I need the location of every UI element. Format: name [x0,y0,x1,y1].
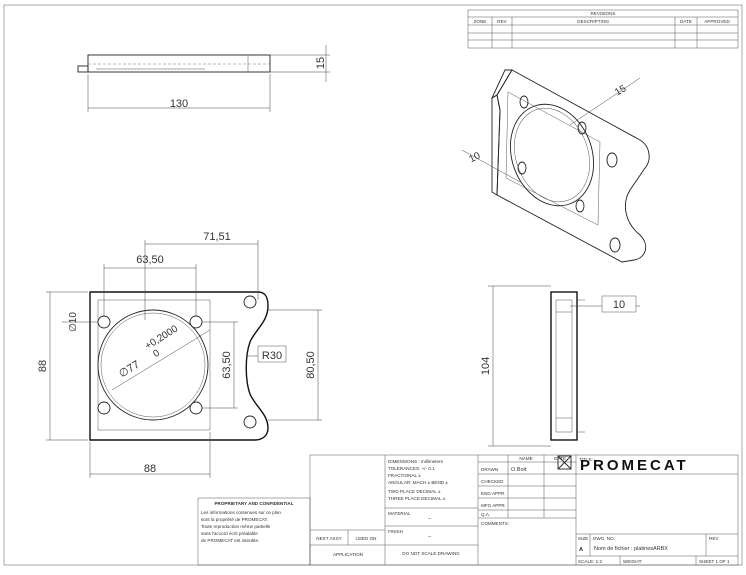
proprietary-title: PROPRIETARY AND CONFIDENTIAL [214,501,293,506]
dim-front-tol-lower: 0 [151,348,162,361]
drawn-label: DRAWN [481,467,498,472]
isometric-view: 15 10 [461,69,650,263]
eng-appr-label: ENG APPR. [481,491,506,496]
dim-front-bore: ∅77 [117,359,142,381]
tolerances-line: TOLERANCES: +/- 0.1 [388,466,435,471]
col-name: NAME [519,456,532,461]
scale-label: SCALE: 1:2 [578,559,602,564]
proprietary-line-5: de PROMECAT est interdite. [201,538,259,543]
proprietary-line-3: Toute reproduction même partielle [201,524,271,529]
rev-col-description: DESCRIPTION [577,19,608,24]
dim-front-hole-dia: ∅10 [68,312,79,332]
dim-front-vert-spacing: 63,50 [221,351,233,379]
mfg-appr-label: MFG APPR. [481,503,506,508]
next-assy-label: NEXT ASSY [316,536,341,541]
sheet-label: SHEET 1 OF 1 [699,559,730,564]
proprietary-line-4: sans l'accord écrit préalable [201,531,258,536]
size-value: A [579,547,583,553]
title-block: PROPRIETARY AND CONFIDENTIAL Les informa… [197,454,739,566]
three-place-line: THREE PLACE DECIMAL ± [388,496,446,501]
revisions-title: REVISIONS [590,11,615,16]
dwg-no-label: DWG. NO. [593,536,615,541]
dim-front-tol-upper: +0,2000 [143,323,180,352]
checked-label: CHECKED [481,479,504,484]
qa-label: Q.A. [481,512,490,517]
do-not-scale-label: DO NOT SCALE DRAWING [402,551,460,556]
front-view: 71,51 63,50 ∅10 ∅77 +0,2000 0 63,50 R30 … [37,231,322,478]
file-name: Nom de fichier : platinesARBX [594,546,668,552]
proprietary-line-2: sont la propriété de PROMECAT. [201,517,268,522]
top-view: 15 130 [77,45,330,112]
rev-col-zone: ZONE [474,19,487,24]
dim-top-thickness: 15 [315,57,327,69]
dim-side-height: 104 [480,357,492,375]
title-label: TITLE: [579,457,593,462]
dim-front-width: 88 [144,463,156,475]
proprietary-line-1: Les informations contenues sur ce plan [201,510,281,515]
drawn-value: O.Boit [511,467,527,473]
application-label: APPLICATION [333,552,363,557]
dim-front-radius: R30 [262,350,282,362]
material-label: MATERIAL [388,511,411,516]
revisions-table: REVISIONS ZONE REV DESCRIPTION DATE APPR… [467,9,739,49]
used-on-label: USED ON [356,536,377,541]
material-value: – [428,516,432,522]
dim-front-height-outer: 80,50 [305,351,317,379]
finish-value: – [428,534,432,540]
dim-side-thickness: 10 [613,299,625,311]
rev-label: REV [709,536,719,541]
dim-top-length: 130 [170,98,188,110]
angular-line: ANGULAR: MACH ± BEND ± [388,480,448,485]
two-place-line: TWO PLACE DECIMAL ± [388,489,441,494]
rev-col-approved: APPROVED [704,19,730,24]
dimensions-unit: DIMENSIONS : millimeters [388,459,444,464]
rev-col-rev: REV [497,19,507,24]
size-label: SIZE [578,536,588,541]
company-logo-text: PROMECAT [580,457,689,474]
sheet-border [3,4,743,566]
promecat-logo: PROMECAT [557,455,689,474]
side-view: 104 10 [480,285,640,447]
finish-label: FINISH [388,529,403,534]
dim-front-height: 88 [37,360,49,372]
weight-label: WEIGHT: [623,559,642,564]
dim-front-hole-spacing: 71,51 [203,231,231,243]
comments-label: COMMENTS: [481,521,509,526]
fractional-line: FRACTIONAL ± [388,473,421,478]
rev-col-date: DATE [680,19,692,24]
dim-iso-thickness: 15 [613,83,629,98]
dim-front-small-spacing: 63,50 [136,254,164,266]
dim-iso-hole: 10 [467,150,482,165]
